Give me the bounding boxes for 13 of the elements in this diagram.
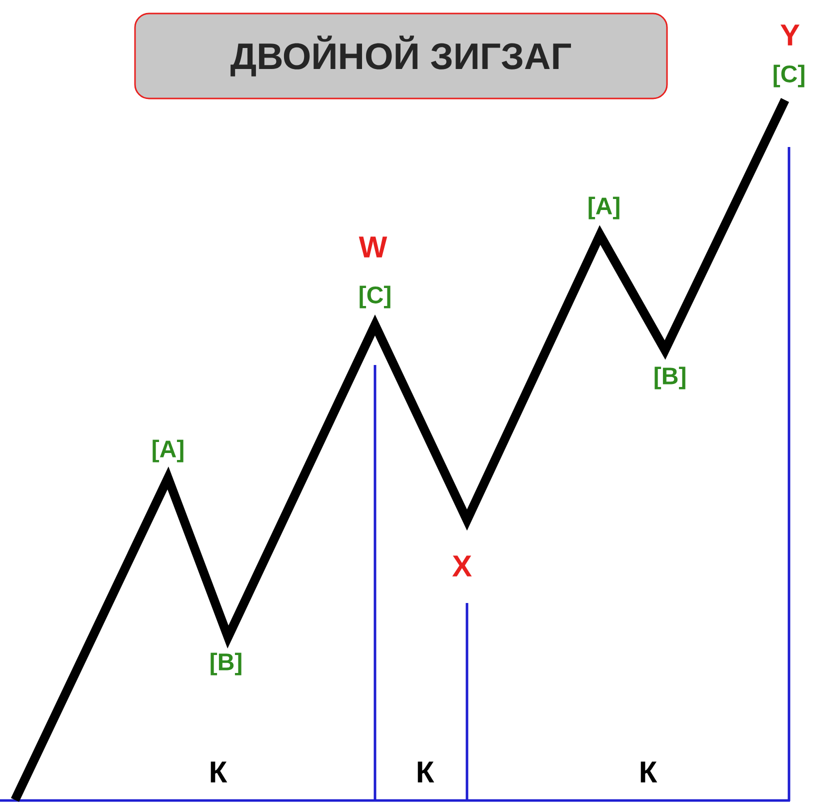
segment-label: К — [210, 762, 228, 782]
title-box: ДВОЙНОЙ ЗИГЗАГ — [134, 12, 668, 100]
subwave-label: [B] — [210, 652, 242, 676]
wave-label: Y — [780, 24, 800, 46]
subwave-label: [B] — [654, 366, 686, 390]
wave-label: W — [358, 236, 388, 258]
wave-label: X — [452, 556, 472, 576]
subwave-label: [A] — [588, 196, 620, 220]
segment-label: К — [640, 762, 658, 782]
subwave-label: [C] — [774, 64, 804, 88]
subwave-label: [A] — [152, 440, 184, 462]
segment-label: К — [418, 762, 434, 782]
subwave-label: [C] — [360, 286, 390, 308]
